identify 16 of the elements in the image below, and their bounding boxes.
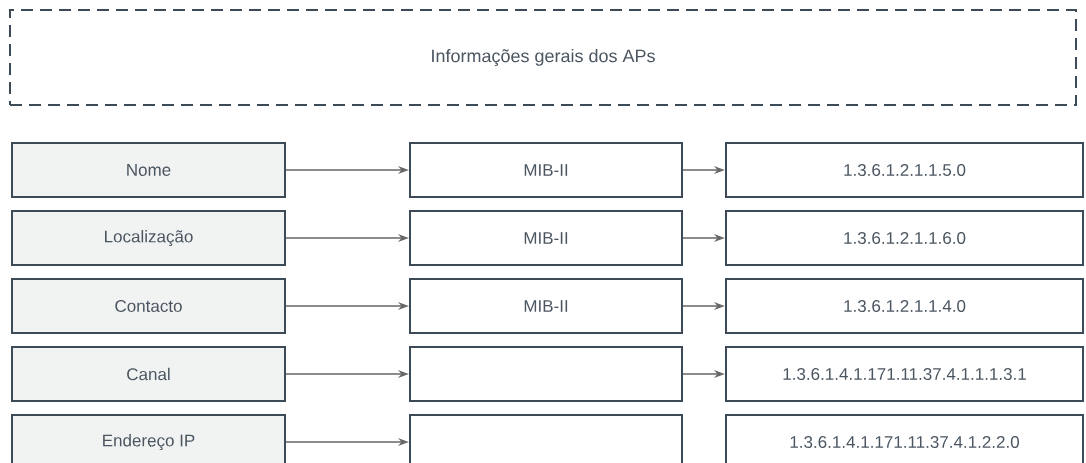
empty-box	[409, 414, 683, 463]
field-box: Endereço IP	[11, 414, 286, 463]
section-box: Informações gerais dos APs	[9, 9, 1077, 106]
field-box: Nome	[11, 142, 286, 198]
field-box: Canal	[11, 346, 286, 402]
oid-box: 1.3.6.1.4.1.171.11.37.4.1.1.1.3.1	[725, 346, 1084, 402]
oid-box: 1.3.6.1.2.1.1.5.0	[725, 142, 1084, 198]
source-box: MIB-II	[409, 210, 683, 266]
field-box: Localização	[11, 210, 286, 266]
oid-box: 1.3.6.1.2.1.1.6.0	[725, 210, 1084, 266]
oid-box: 1.3.6.1.2.1.1.4.0	[725, 278, 1084, 334]
source-box: MIB-II	[409, 278, 683, 334]
empty-box	[409, 346, 683, 402]
source-box: MIB-II	[409, 142, 683, 198]
oid-box: 1.3.6.1.4.1.171.11.37.4.1.2.2.0	[725, 414, 1084, 463]
field-box: Contacto	[11, 278, 286, 334]
